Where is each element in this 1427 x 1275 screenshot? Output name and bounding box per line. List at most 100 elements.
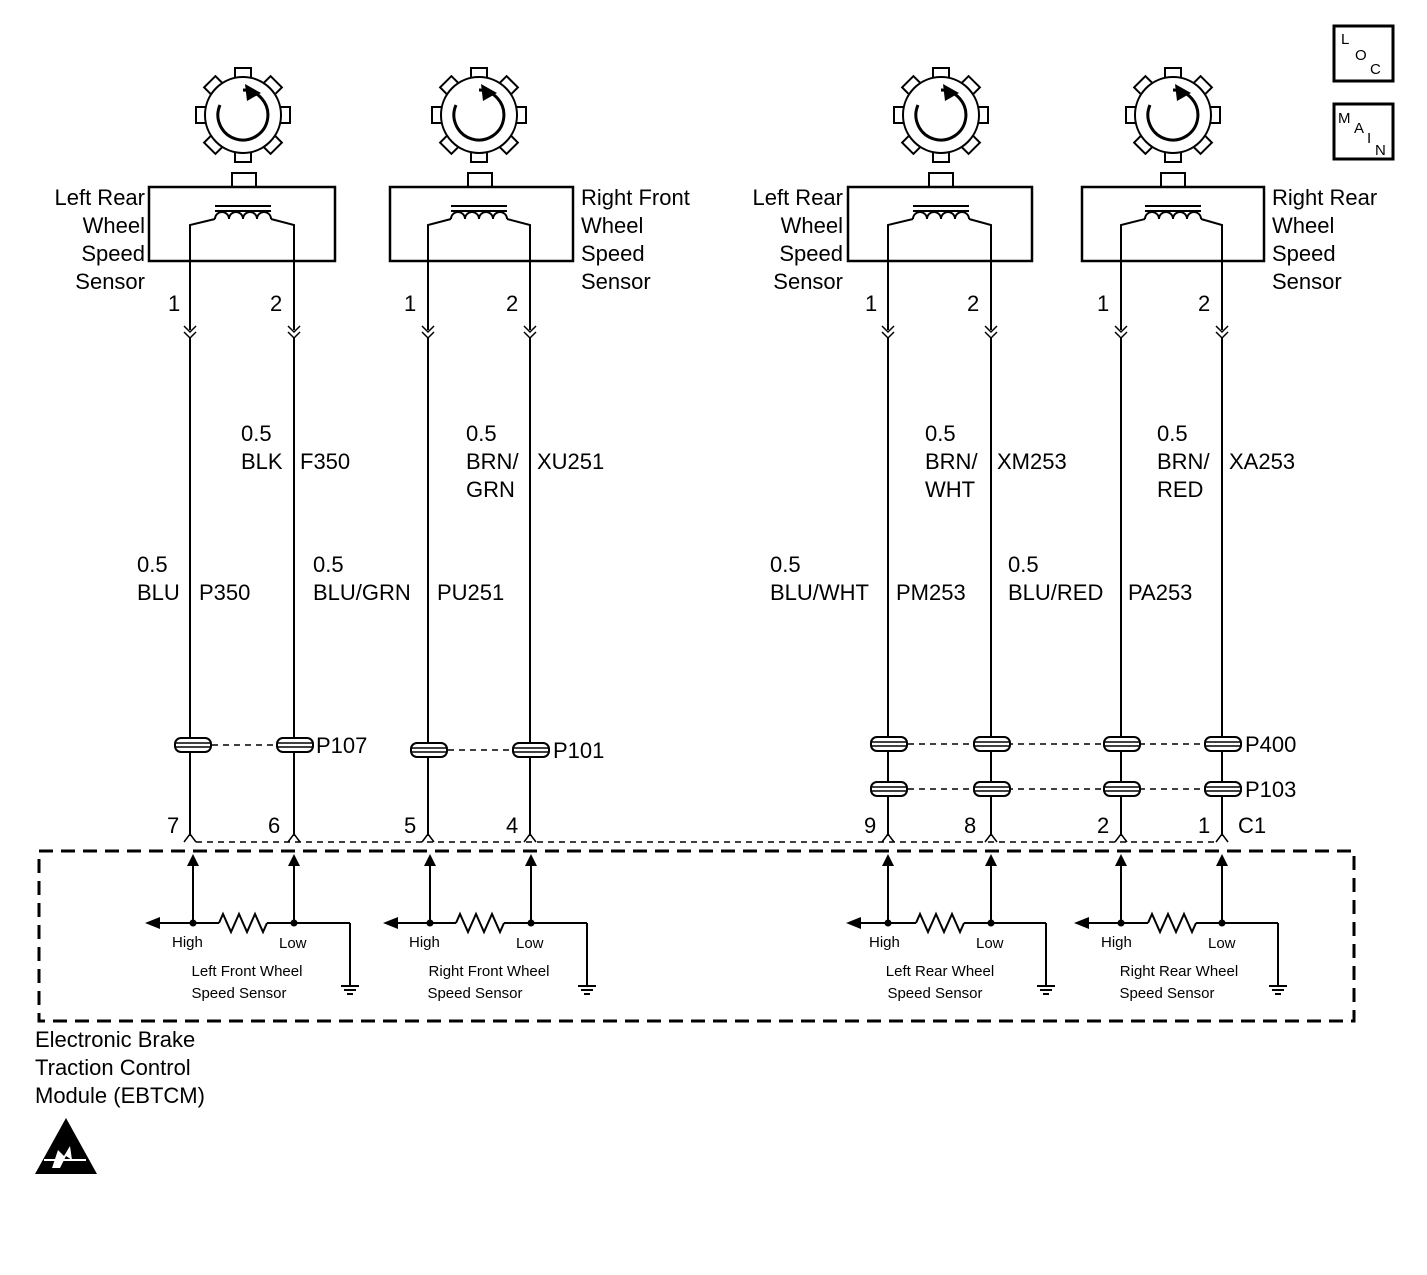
module-pin-2: 2 xyxy=(1097,813,1109,838)
connector-p103-a xyxy=(870,781,908,797)
connector-p101-b xyxy=(512,742,550,758)
module-pin-7: 7 xyxy=(167,813,179,838)
connector-p107-a xyxy=(174,737,212,753)
connector-p400-d xyxy=(1204,736,1242,752)
input-2-low: Low xyxy=(516,935,544,952)
loc-letter-c: C xyxy=(1370,61,1381,78)
loc-letter-o: O xyxy=(1355,47,1367,64)
connector-p103-label: P103 xyxy=(1245,777,1296,802)
wire-f350-circuit: F350 xyxy=(300,449,350,474)
wire-xm253-color-1: BRN/ xyxy=(925,449,978,474)
tone-wheel-icon xyxy=(1124,66,1222,164)
module-label-line3: Module (EBTCM) xyxy=(35,1083,205,1108)
module-connector-c1: 7 6 5 4 9 8 2 1 C1 xyxy=(167,813,1266,843)
wire-pa253-color: BLU/RED xyxy=(1008,580,1103,605)
connector-p400-c xyxy=(1103,736,1141,752)
input-4-name-line2: Speed Sensor xyxy=(1119,985,1214,1002)
module-pin-8: 8 xyxy=(964,813,976,838)
module-label-line1: Electronic Brake xyxy=(35,1027,195,1052)
input-2-high: High xyxy=(409,934,440,951)
connector-p101-label: P101 xyxy=(553,738,604,763)
input-1-name-line1: Left Front Wheel xyxy=(192,963,303,980)
sensor-4-pin1: 1 xyxy=(1097,291,1109,316)
input-3-high: High xyxy=(869,934,900,951)
wire-xu251-gauge: 0.5 xyxy=(466,421,497,446)
sensor-3-label-line1: Left Rear xyxy=(753,185,844,210)
main-box[interactable]: M A I N xyxy=(1332,102,1395,161)
sensor-1-label-line3: Speed xyxy=(81,241,145,266)
sensor-4-label-line3: Speed xyxy=(1272,241,1336,266)
wire-runs xyxy=(189,338,1223,836)
wire-f350-gauge: 0.5 xyxy=(241,421,272,446)
wire-xu251-circuit: XU251 xyxy=(537,449,604,474)
input-circuit-2: High Low Right Front Wheel Speed Sensor xyxy=(383,854,597,1002)
wire-xu251-color-2: GRN xyxy=(466,477,515,502)
wire-pu251-gauge: 0.5 xyxy=(313,552,344,577)
module-pin-4: 4 xyxy=(506,813,518,838)
connector-p400-label: P400 xyxy=(1245,732,1296,757)
module-pin-9: 9 xyxy=(864,813,876,838)
loc-box[interactable]: L O C xyxy=(1332,24,1395,83)
connector-p400-b xyxy=(973,736,1011,752)
sensor-1-pin2: 2 xyxy=(270,291,282,316)
input-3-low: Low xyxy=(976,935,1004,952)
ebtcm-boundary xyxy=(37,849,1356,1023)
connector-p107-label: P107 xyxy=(316,733,367,758)
sensor-1-label-line2: Wheel xyxy=(83,213,145,238)
input-3-name-line2: Speed Sensor xyxy=(887,985,982,1002)
ground-icon xyxy=(1036,979,1056,995)
sensor-3-label-line3: Speed xyxy=(779,241,843,266)
wire-pa253-circuit: PA253 xyxy=(1128,580,1192,605)
tone-wheel-icon xyxy=(194,66,292,164)
wire-pm253-gauge: 0.5 xyxy=(770,552,801,577)
connector-p101-a xyxy=(410,742,448,758)
wire-pu251-color: BLU/GRN xyxy=(313,580,411,605)
sensor-2-label-line3: Speed xyxy=(581,241,645,266)
esd-warning-icon xyxy=(35,1118,97,1174)
lower-wire-labels: 0.5 BLU P350 0.5 BLU/GRN PU251 0.5 BLU/W… xyxy=(137,552,1192,605)
wire-pm253-circuit: PM253 xyxy=(896,580,966,605)
sensor-1: Left Rear Wheel Speed Sensor 1 2 xyxy=(55,66,337,330)
sensor-4-pin2: 2 xyxy=(1198,291,1210,316)
input-2-name-line1: Right Front Wheel xyxy=(429,963,550,980)
wire-xa253-circuit: XA253 xyxy=(1229,449,1295,474)
input-1-low: Low xyxy=(279,935,307,952)
connector-p103-d xyxy=(1204,781,1242,797)
connector-p103-b xyxy=(973,781,1011,797)
sensor-2-label-line2: Wheel xyxy=(581,213,643,238)
wire-pa253-gauge: 0.5 xyxy=(1008,552,1039,577)
module-pin-1: 1 xyxy=(1198,813,1210,838)
input-1-name-line2: Speed Sensor xyxy=(191,985,286,1002)
tone-wheel-icon xyxy=(892,66,990,164)
sensor-1-label-line1: Left Rear xyxy=(55,185,146,210)
input-4-low: Low xyxy=(1208,935,1236,952)
ground-icon xyxy=(1268,979,1288,995)
connector-p107-b xyxy=(276,737,314,753)
module-label: Electronic Brake Traction Control Module… xyxy=(35,1027,205,1108)
connector-c1-label: C1 xyxy=(1238,813,1266,838)
input-4-high: High xyxy=(1101,934,1132,951)
wire-xu251-color-1: BRN/ xyxy=(466,449,519,474)
sensor-3-label-line2: Wheel xyxy=(781,213,843,238)
wire-pm253-color: BLU/WHT xyxy=(770,580,869,605)
wire-p350-circuit: P350 xyxy=(199,580,250,605)
sensor-2: Right Front Wheel Speed Sensor 1 2 xyxy=(388,66,690,330)
wire-f350-color: BLK xyxy=(241,449,283,474)
sensor-pin-arrows xyxy=(183,325,1229,339)
input-1-high: High xyxy=(172,934,203,951)
connector-p400-a xyxy=(870,736,908,752)
wire-xa253-color-1: BRN/ xyxy=(1157,449,1210,474)
sensor-2-label-line4: Sensor xyxy=(581,269,651,294)
sensor-3-label-line4: Sensor xyxy=(773,269,843,294)
wire-xm253-color-2: WHT xyxy=(925,477,975,502)
ground-icon xyxy=(577,979,597,995)
module-label-line2: Traction Control xyxy=(35,1055,191,1080)
sensor-1-pin1: 1 xyxy=(168,291,180,316)
wire-xa253-color-2: RED xyxy=(1157,477,1203,502)
wire-pu251-circuit: PU251 xyxy=(437,580,504,605)
module-pin-5: 5 xyxy=(404,813,416,838)
input-2-name-line2: Speed Sensor xyxy=(427,985,522,1002)
input-circuit-3: High Low Left Rear Wheel Speed Sensor xyxy=(846,854,1056,1002)
connector-p103-c xyxy=(1103,781,1141,797)
ground-icon xyxy=(340,979,360,995)
